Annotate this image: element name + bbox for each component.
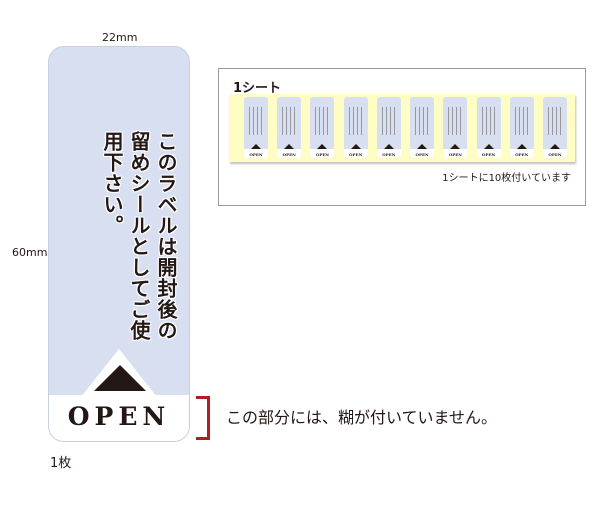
sheet-panel: 1シート OPEN OPEN OPEN OPEN OPEN OPEN OPEN … xyxy=(218,68,586,206)
triangle-up-icon xyxy=(251,144,261,149)
label-message: このラベルは開封後の留めシールとしてご使用下さい。 xyxy=(100,131,178,341)
mini-label: OPEN xyxy=(376,97,401,158)
triangle-up-icon xyxy=(483,144,494,149)
mini-label: OPEN xyxy=(310,97,335,158)
sheet-title: 1シート xyxy=(233,81,282,96)
triangle-up-icon xyxy=(383,144,394,149)
open-text: OPEN xyxy=(67,402,171,431)
triangle-up-icon xyxy=(284,144,295,149)
sheet-caption: 1シートに10枚付いています xyxy=(442,173,571,184)
mini-label: OPEN xyxy=(277,97,302,158)
count-label: 1枚 xyxy=(50,456,72,471)
mini-label: OPEN xyxy=(443,97,468,158)
mini-label: OPEN xyxy=(343,97,368,158)
label-unglued-area xyxy=(49,395,189,441)
triangle-up-icon xyxy=(317,144,328,149)
triangle-up-icon xyxy=(94,365,146,391)
mini-label: OPEN xyxy=(410,97,435,158)
triangle-up-icon xyxy=(516,144,527,149)
sheet-preview: OPEN OPEN OPEN OPEN OPEN OPEN OPEN OPEN … xyxy=(229,94,575,162)
triangle-up-icon xyxy=(450,144,461,149)
mini-label: OPEN xyxy=(509,97,534,158)
width-dimension: 22mm xyxy=(102,31,138,44)
triangle-up-icon xyxy=(417,144,428,149)
triangle-up-icon xyxy=(350,144,361,149)
height-dimension: 60mm xyxy=(12,246,48,259)
mini-label: OPEN xyxy=(476,97,501,158)
label-illustration: このラベルは開封後の留めシールとしてご使用下さい。 OPEN xyxy=(48,46,190,442)
triangle-up-icon xyxy=(549,144,560,149)
annotation-note: この部分には、糊が付いていません。 xyxy=(226,408,498,427)
mini-label: OPEN xyxy=(542,97,567,158)
mini-label: OPEN xyxy=(244,97,268,158)
bracket-icon xyxy=(196,396,210,440)
